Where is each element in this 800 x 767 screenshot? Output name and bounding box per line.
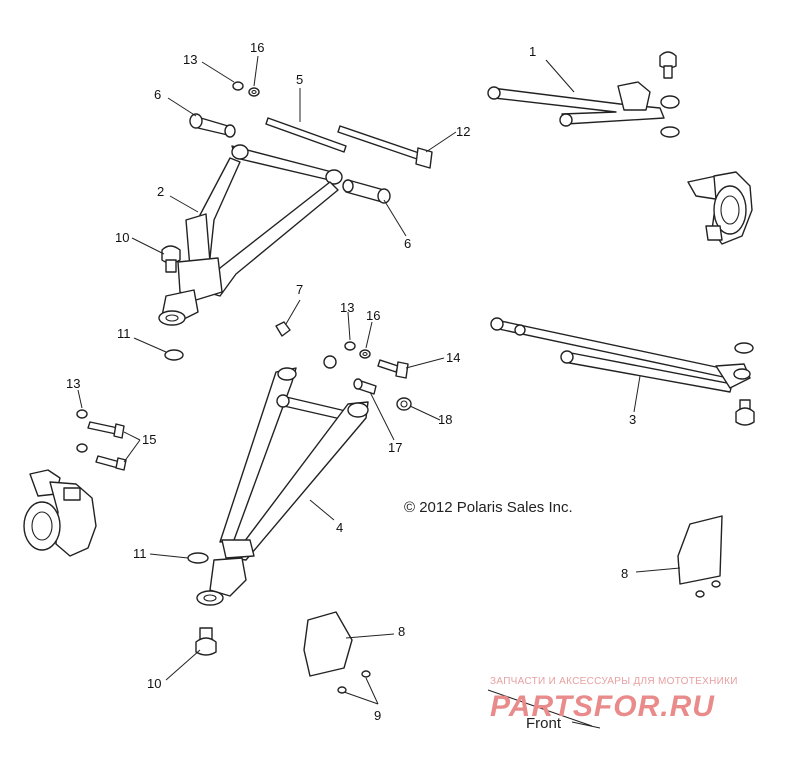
- nut-13-left: [76, 409, 88, 419]
- callout-10-lower: 10: [147, 676, 161, 691]
- ball-joint-top-right: [659, 51, 677, 79]
- leader-lines: [77, 55, 681, 729]
- callout-7: 7: [296, 282, 303, 297]
- clip-7: [275, 321, 291, 337]
- callout-3: 3: [629, 412, 636, 427]
- bushing-6-upper: [189, 113, 236, 138]
- ball-joint-10-upper: [161, 245, 181, 273]
- callout-4: 4: [336, 520, 343, 535]
- ball-joint-right-lower: [735, 399, 755, 426]
- ring-11-lower: [187, 552, 209, 564]
- callout-11-upper: 11: [117, 326, 131, 341]
- callout-13-center: 13: [340, 300, 354, 315]
- callout-9: 9: [374, 708, 381, 723]
- guard-plate-8-left: [303, 611, 353, 677]
- steering-knuckle-right: [687, 171, 753, 245]
- front-label: Front: [526, 715, 562, 732]
- washer-16-top: [248, 87, 260, 97]
- nut-left-small: [76, 443, 88, 453]
- bolt-15-lower: [95, 455, 127, 471]
- callout-8-right: 8: [621, 566, 628, 581]
- guard-plate-8-right: [677, 515, 723, 585]
- nut-18: [396, 397, 412, 411]
- callout-13-left: 13: [66, 376, 80, 391]
- callout-17: 17: [388, 440, 402, 455]
- nut-13-center: [344, 341, 356, 351]
- callout-13-top: 13: [183, 52, 197, 67]
- ball-joint-10-lower: [195, 627, 217, 656]
- callout-18: 18: [438, 412, 452, 427]
- callout-16-top: 16: [250, 40, 264, 55]
- lower-a-arm-left: [196, 367, 369, 606]
- watermark-logo: PARTSFOR.RU: [490, 690, 715, 723]
- ring-top-right: [660, 126, 680, 138]
- bolt-12: [337, 125, 433, 169]
- callouts: 1 2 3 4 5 6 6 7 8 8 9 10 10 11 11 12 13 …: [66, 40, 636, 723]
- bushing-17: [353, 378, 377, 395]
- bushing-center: [323, 355, 337, 369]
- callout-12: 12: [456, 124, 470, 139]
- watermark-tagline: ЗАПЧАСТИ И АКСЕССУАРЫ ДЛЯ МОТОТЕХНИКИ: [490, 676, 738, 687]
- steering-knuckle-left: [23, 469, 97, 557]
- lower-a-arm-right: [490, 317, 751, 393]
- callout-10-upper: 10: [115, 230, 129, 245]
- copyright-text: © 2012 Polaris Sales Inc.: [404, 499, 573, 516]
- bolt-14: [377, 359, 409, 379]
- bolt-15-upper: [87, 421, 125, 439]
- upper-a-arm-left: [158, 144, 343, 326]
- retaining-ring-11-upper: [164, 349, 184, 361]
- nut-13-top: [232, 81, 244, 91]
- callout-8-left: 8: [398, 624, 405, 639]
- callout-6-lower: 6: [404, 236, 411, 251]
- washer-16-center: [359, 349, 371, 359]
- watermark: ЗАПЧАСТИ И АКСЕССУАРЫ ДЛЯ МОТОТЕХНИКИ PA…: [490, 676, 738, 723]
- screws-9: [337, 670, 371, 694]
- callout-15: 15: [142, 432, 156, 447]
- upper-a-arm-right: [487, 81, 680, 127]
- ring-right-lower: [734, 342, 754, 354]
- callout-16-center: 16: [366, 308, 380, 323]
- callout-11-lower: 11: [133, 546, 147, 561]
- callout-2: 2: [157, 184, 164, 199]
- screws-right: [695, 580, 721, 598]
- callout-6-upper: 6: [154, 87, 161, 102]
- callout-5: 5: [296, 72, 303, 87]
- bushing-6-lower: [342, 179, 391, 204]
- callout-14: 14: [446, 350, 460, 365]
- callout-1: 1: [529, 44, 536, 59]
- pin-5: [265, 117, 347, 153]
